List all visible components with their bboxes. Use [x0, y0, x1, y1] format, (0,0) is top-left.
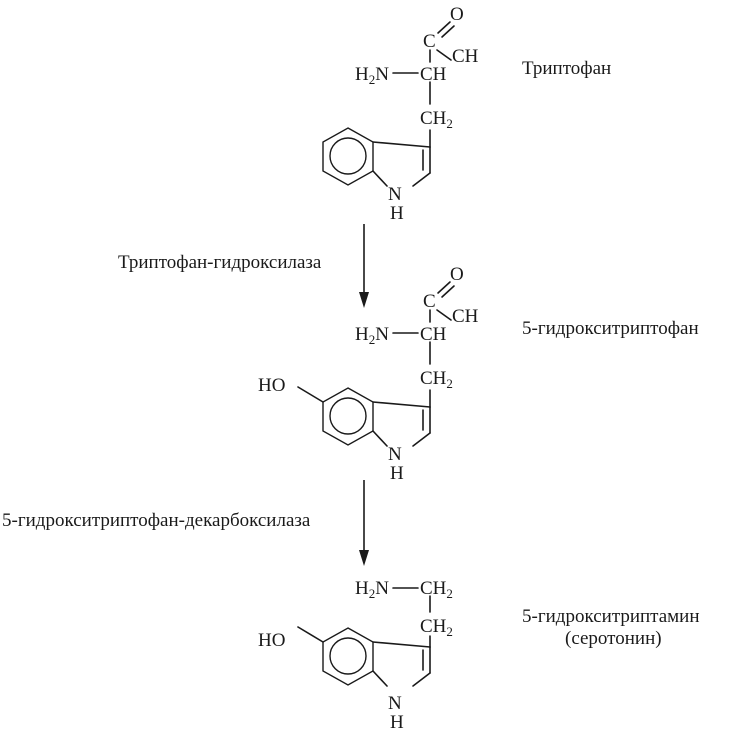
- serotonin-alt-name: (серотонин): [565, 628, 662, 649]
- tryptophan-amino-group: H2N: [355, 64, 389, 87]
- tryptophan-ring-h: H: [390, 203, 404, 224]
- tryptophan-alpha-ch: CH: [420, 64, 447, 85]
- hydroxytryptophan-carbonyl-carbon: C: [423, 291, 436, 312]
- tryptophan-structure: O C CH H2N CH CH2 N H: [322, 4, 479, 224]
- hydroxytryptophan-alpha-ch: CH: [420, 324, 447, 345]
- hydroxytryptophan-ch2: CH2: [420, 368, 453, 391]
- tryptophan-name: Триптофан: [522, 58, 611, 79]
- hydroxytryptophan-ch-top: CH: [452, 306, 479, 327]
- serotonin-ring-h: H: [390, 712, 404, 733]
- hydroxytryptophan-ring-n: N: [388, 444, 402, 465]
- serotonin-name: 5-гидрокситриптамин: [522, 606, 700, 627]
- serotonin-structure: H2N CH2 CH2 HO N H: [258, 578, 453, 733]
- enzyme-label-tryptophan-hydroxylase: Триптофан-гидроксилаза: [118, 252, 322, 273]
- tryptophan-ch2: CH2: [420, 108, 453, 131]
- hydroxytryptophan-hydroxyl: HO: [258, 375, 285, 396]
- serotonin-ch2-b: CH2: [420, 616, 453, 639]
- serotonin-amino-group: H2N: [355, 578, 389, 601]
- tryptophan-oxygen: O: [450, 4, 464, 25]
- hydroxytryptophan-structure: O C CH H2N CH CH2 HO N H: [258, 264, 479, 484]
- reaction-arrow-2: [359, 480, 369, 566]
- reaction-arrow-1: [359, 224, 369, 308]
- hydroxytryptophan-name: 5-гидрокситриптофан: [522, 318, 699, 339]
- serotonin-hydroxyl: HO: [258, 630, 285, 651]
- tryptophan-ring-n: N: [388, 184, 402, 205]
- tryptophan-ch-top: CH: [452, 46, 479, 67]
- enzyme-label-decarboxylase: 5-гидрокситриптофан-декарбоксилаза: [2, 510, 311, 531]
- hydroxytryptophan-oxygen: O: [450, 264, 464, 285]
- serotonin-ring-n: N: [388, 693, 402, 714]
- tryptophan-carbonyl-carbon: C: [423, 31, 436, 52]
- hydroxytryptophan-ring-h: H: [390, 463, 404, 484]
- serotonin-ch2-a: CH2: [420, 578, 453, 601]
- hydroxytryptophan-amino-group: H2N: [355, 324, 389, 347]
